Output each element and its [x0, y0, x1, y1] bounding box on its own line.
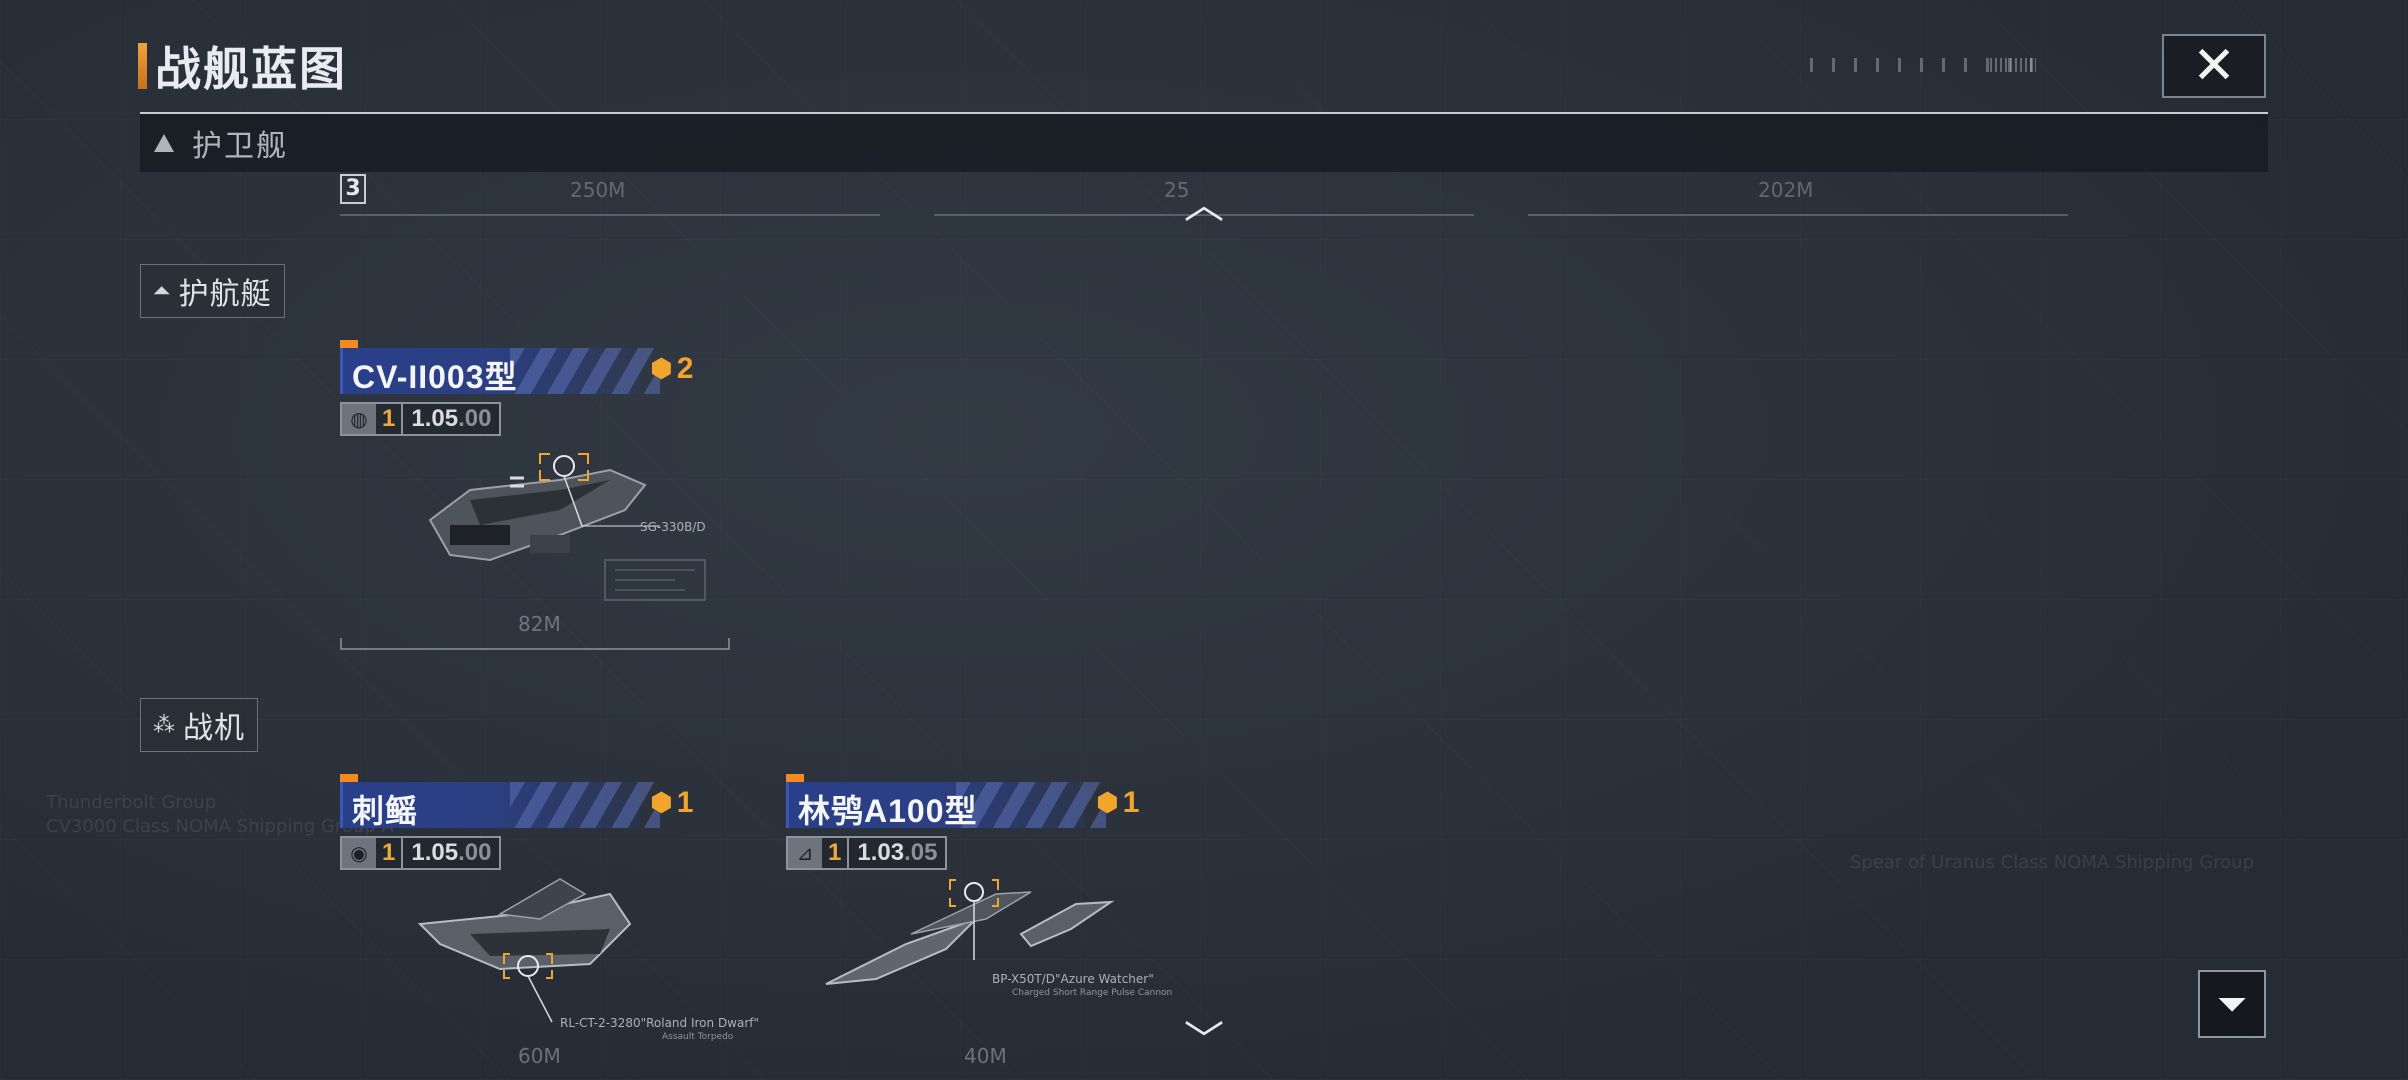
ship-value: 1.05.00: [403, 404, 499, 434]
ship-value: 1.05.00: [403, 838, 499, 868]
ship-stats: ⊿ 1 1.03.05: [786, 836, 948, 870]
ship-value: 1.03.05: [849, 838, 945, 868]
background-caption: Thunderbolt Group: [46, 792, 217, 813]
cost-icon: ⬢: [650, 354, 673, 384]
weapon-label: BP-X50T/D"Azure Watcher": [992, 972, 1154, 986]
header-tick-decoration: [1810, 58, 2040, 72]
close-button[interactable]: ✕: [2162, 34, 2266, 98]
length-scale: [340, 638, 730, 650]
ship-stats: ◍ 1 1.05.00: [340, 402, 502, 436]
cost-icon: ⬢: [650, 788, 673, 818]
ship-name: 刺鳐: [352, 793, 419, 829]
ship-card[interactable]: CV-II003型 ⬢ 2 ◍ 1 1.05.00 SG-330B/D 82M: [340, 340, 760, 660]
weapon-type: Charged Short Range Pulse Cannon: [1012, 988, 1173, 998]
ship-card[interactable]: 刺鳐 ⬢ 1 ◉ 1 1.05.00 RL-CT-2-3280"Roland I…: [340, 774, 760, 1080]
filter-button[interactable]: ⏷: [2198, 970, 2266, 1038]
ship-illustration: [428, 453, 660, 562]
blueprint-count-badge: 3: [340, 174, 366, 204]
ship-name: CV-II003型: [352, 359, 518, 395]
background-caption: CV3000 Class NOMA Shipping Group A: [46, 816, 394, 837]
ship-level: 1: [376, 838, 404, 868]
blueprint-length: 202M: [1758, 178, 1814, 202]
ship-cost: ⬢ 2: [650, 352, 693, 386]
ship-card[interactable]: 林鸮A100型 ⬢ 1 ⊿ 1 1.03.05 BP-X50T/D"Azure …: [786, 774, 1206, 1080]
weapon-type: Assault Torpedo: [662, 1032, 734, 1042]
fighter-class-icon: ⁂: [153, 712, 175, 738]
header-tick-decoration: [1990, 58, 2036, 72]
filter-icon: ⏷: [2216, 981, 2248, 1026]
escort-class-icon: ⏶: [153, 278, 171, 304]
blueprint-strip-item[interactable]: [1528, 176, 2068, 216]
ship-value-dim: .00: [458, 839, 492, 866]
page-header: 战舰蓝图: [138, 40, 347, 96]
ship-name: 林鸮A100型: [798, 793, 978, 829]
chevron-down-icon[interactable]: ﹀: [1184, 1018, 1224, 1064]
section-header-frigate[interactable]: 护卫舰: [140, 114, 2268, 172]
ship-illustration: [417, 878, 632, 1023]
ship-value-main: 1.03: [857, 839, 905, 866]
triangle-icon: [154, 134, 174, 152]
cost-icon: ⬢: [1096, 788, 1119, 818]
blueprint-sketch: [604, 559, 706, 601]
section-label: 护卫舰: [192, 129, 288, 164]
blueprint-length: 25: [1164, 178, 1190, 202]
category-heading-escort: ⏶ 护航艇: [140, 264, 285, 318]
ship-value-main: 1.05: [411, 405, 459, 432]
length-label: 60M: [518, 1044, 561, 1068]
length-label: 82M: [518, 612, 561, 636]
faction-icon: ◉: [342, 838, 376, 868]
blueprint-strip-item[interactable]: [340, 176, 880, 216]
cost-value: 2: [676, 352, 694, 385]
length-label: 40M: [964, 1044, 1007, 1068]
close-icon: ✕: [2192, 36, 2236, 96]
weapon-label: RL-CT-2-3280"Roland Iron Dwarf": [560, 1016, 760, 1030]
cost-value: 1: [676, 786, 694, 819]
ship-cost: ⬢ 1: [650, 786, 693, 820]
ship-value-dim: .05: [904, 839, 938, 866]
cost-value: 1: [1122, 786, 1140, 819]
ship-value-main: 1.05: [411, 839, 459, 866]
blueprint-length: 250M: [570, 178, 626, 202]
name-bar-stripes: [510, 348, 660, 394]
globe-icon: ◍: [342, 404, 376, 434]
ship-level: 1: [822, 838, 850, 868]
chevron-up-icon[interactable]: ︿: [1184, 182, 1224, 228]
page-title: 战舰蓝图: [155, 42, 347, 96]
title-accent: [138, 43, 147, 89]
ship-illustration: [825, 879, 1115, 985]
ship-cost: ⬢ 1: [1096, 786, 1139, 820]
ship-stats: ◉ 1 1.05.00: [340, 836, 502, 870]
ship-value-dim: .00: [458, 405, 492, 432]
blueprint-strip-item[interactable]: [934, 176, 1474, 216]
category-heading-fighter: ⁂ 战机: [140, 698, 258, 752]
name-bar-stripes: [510, 782, 660, 828]
name-bar-stripes: [956, 782, 1106, 828]
category-label: 战机: [183, 711, 245, 746]
ship-level: 1: [376, 404, 404, 434]
section-divider: [140, 112, 2268, 114]
background-caption: Spear of Uranus Class NOMA Shipping Grou…: [1850, 852, 2254, 873]
category-label: 护航艇: [178, 277, 272, 312]
faction-icon: ⊿: [788, 838, 822, 868]
weapon-label: SG-330B/D: [640, 520, 706, 534]
